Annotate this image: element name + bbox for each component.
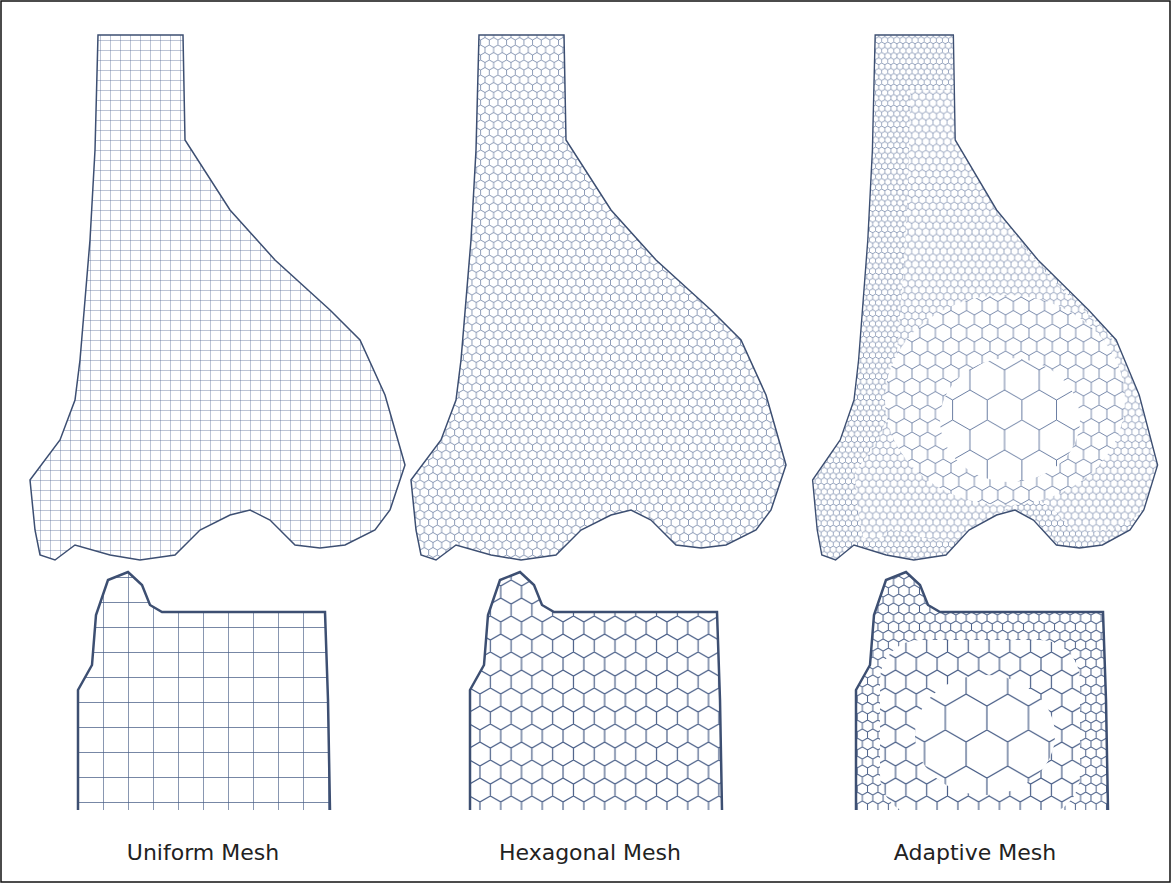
uniform-mesh bbox=[0, 0, 420, 580]
inset-outline bbox=[470, 572, 722, 810]
uniform-inset bbox=[70, 565, 340, 815]
hexagonal-mesh bbox=[400, 0, 800, 580]
mesh-caption: Uniform Mesh bbox=[48, 840, 358, 865]
bone-outline bbox=[411, 35, 786, 560]
hexagonal-inset bbox=[460, 565, 730, 815]
bone-outline bbox=[813, 35, 1158, 560]
mesh-caption: Hexagonal Mesh bbox=[435, 840, 745, 865]
adaptive-inset bbox=[850, 565, 1120, 815]
inset-outline bbox=[78, 572, 330, 810]
inset-outline bbox=[856, 572, 1108, 810]
mesh-caption: Adaptive Mesh bbox=[820, 840, 1130, 865]
bone-outline bbox=[30, 35, 405, 560]
adaptive-mesh bbox=[790, 0, 1172, 580]
